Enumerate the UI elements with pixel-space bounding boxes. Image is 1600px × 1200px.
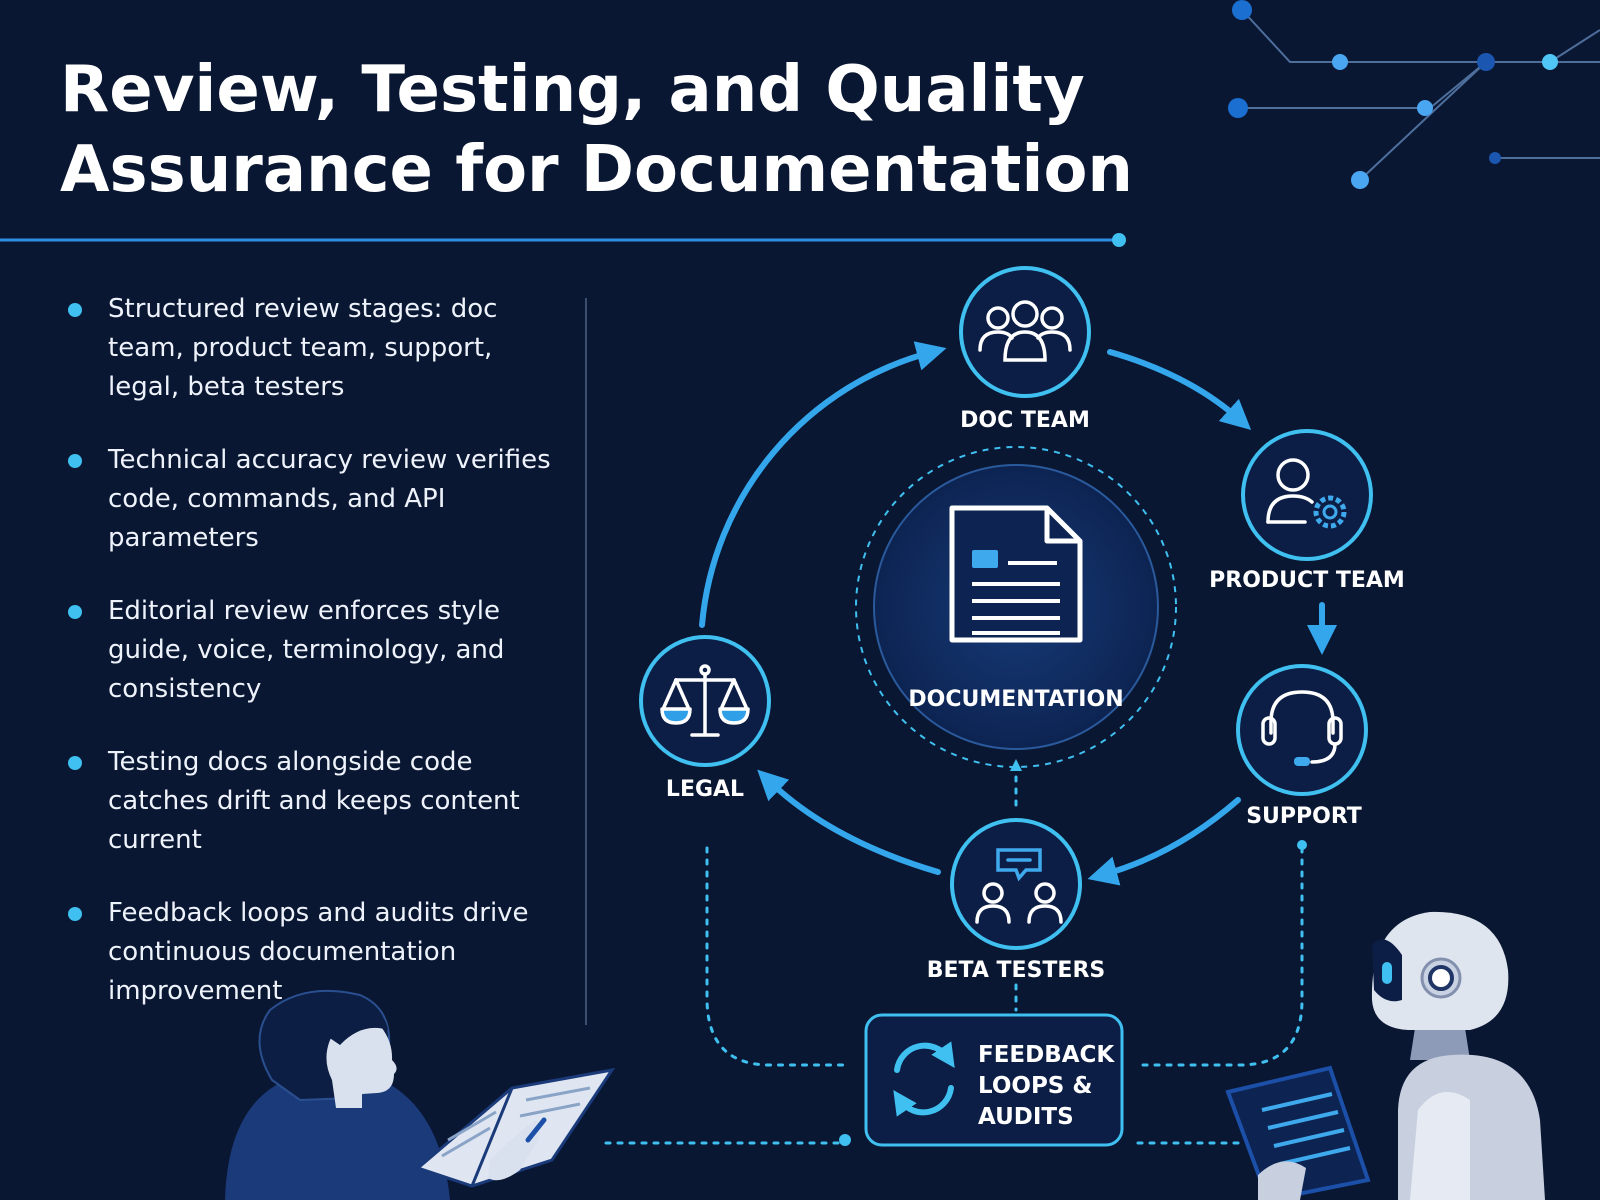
divider-end-dot-icon (1112, 233, 1126, 247)
node-product-team: PRODUCT TEAM (1209, 429, 1405, 593)
cycle-arrows (699, 341, 1337, 886)
woman-reading-illustration (225, 989, 616, 1200)
bullet-text: Technical accuracy review verifies code,… (108, 445, 551, 553)
node-label: DOC TEAM (960, 408, 1090, 433)
arrow-doc-team-to-product-team (1107, 349, 1252, 431)
testers-chat-icon (975, 848, 1063, 924)
node-circle (1236, 664, 1368, 796)
refresh-cycle-icon (893, 1041, 955, 1117)
title-line-1: Review, Testing, and Quality (60, 53, 1085, 127)
bullet-dot-icon (68, 605, 82, 619)
bullet-item: Technical accuracy review verifies code,… (60, 441, 560, 558)
bullet-text: Structured review stages: doc team, prod… (108, 294, 498, 402)
bullet-list: Structured review stages: doc team, prod… (60, 290, 560, 1045)
arrow-legal-to-doc-team (699, 341, 947, 628)
bullet-text: Testing docs alongside code catches drif… (108, 747, 520, 855)
bullet-dot-icon (68, 454, 82, 468)
node-support: SUPPORT (1236, 664, 1368, 829)
user-gear-icon (1266, 458, 1347, 529)
bullet-item: Testing docs alongside code catches drif… (60, 743, 560, 860)
node-legal: LEGAL (639, 635, 771, 802)
page-title: Review, Testing, and Quality Assurance f… (60, 50, 1160, 210)
people-group-icon (978, 300, 1072, 362)
center-label: DOCUMENTATION (908, 687, 1123, 712)
dotted-legal-to-feedback (705, 846, 850, 1067)
node-label: BETA TESTERS (927, 958, 1105, 983)
scales-icon (660, 664, 750, 737)
dotted-support-to-feedback (1136, 846, 1304, 1067)
arrow-beta-testers-to-legal (757, 769, 941, 875)
circuit-decoration (1238, 9, 1600, 181)
bullet-item: Feedback loops and audits drive continuo… (60, 894, 560, 1011)
documentation-hub: DOCUMENTATION (855, 446, 1177, 768)
robot-illustration (1225, 911, 1545, 1200)
bullet-item: Editorial review enforces style guide, v… (60, 592, 560, 709)
bullet-text: Feedback loops and audits drive continuo… (108, 898, 529, 1006)
title-line-2: Assurance for Documentation (60, 133, 1133, 207)
node-beta-testers: BETA TESTERS (927, 818, 1105, 983)
feedback-loops-box: FEEDBACK LOOPS & AUDITS (864, 1013, 1124, 1147)
arrow-support-to-beta-testers (1087, 797, 1241, 886)
feedback-label-line-2: LOOPS & (978, 1073, 1092, 1099)
node-label: SUPPORT (1246, 804, 1362, 829)
bullet-dot-icon (68, 907, 82, 921)
headset-icon (1261, 690, 1343, 766)
bullet-item: Structured review stages: doc team, prod… (60, 290, 560, 407)
feedback-label-line-1: FEEDBACK (978, 1042, 1115, 1068)
node-label: PRODUCT TEAM (1209, 568, 1405, 593)
connector-dot-icon (839, 1134, 851, 1146)
node-circle (950, 818, 1082, 950)
node-circle (1241, 429, 1373, 561)
bullet-text: Editorial review enforces style guide, v… (108, 596, 505, 704)
circuit-node-icons (1228, 0, 1558, 189)
bullet-dot-icon (68, 303, 82, 317)
document-icon (949, 505, 1083, 643)
bullet-dot-icon (68, 756, 82, 770)
feedback-connections (604, 759, 1304, 1145)
node-doc-team: DOC TEAM (959, 266, 1091, 433)
connector-dot-icon (1297, 840, 1307, 850)
node-label: LEGAL (666, 777, 744, 802)
hub-dashed-ring (855, 446, 1177, 768)
feedback-label-line-3: AUDITS (978, 1104, 1074, 1130)
